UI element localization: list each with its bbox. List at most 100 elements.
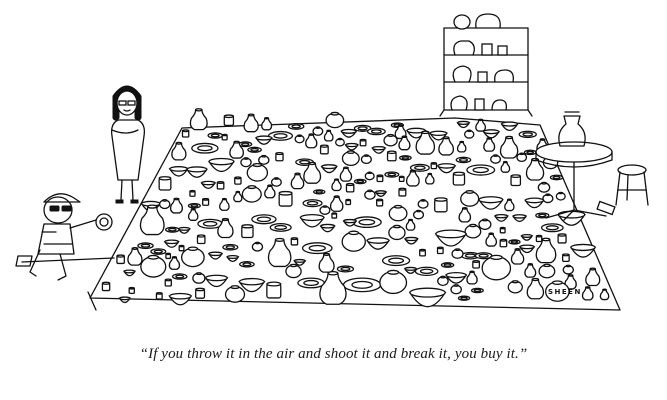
boy-with-rifle [15,193,115,311]
pottery-piece [500,160,511,173]
pottery-piece [545,280,570,302]
pottery-piece [267,130,294,141]
pottery-piece [458,207,472,223]
pottery-piece [200,180,217,190]
pottery-piece [481,254,512,281]
pottery-piece [294,134,305,144]
pottery-piece [223,114,235,127]
pottery-piece [164,278,172,287]
pottery-piece [251,241,264,252]
pottery-piece [290,237,299,246]
pottery-piece [140,254,167,278]
pottery-piece [538,263,556,279]
pottery-piece [409,163,430,172]
pottery-piece [436,163,457,174]
pottery-piece [287,122,305,130]
pottery-piece [251,214,277,225]
pottery-piece [139,204,165,236]
pottery-piece [275,151,284,162]
pottery-piece [434,229,468,247]
pottery-piece [171,141,187,161]
pottery-piece [399,155,412,161]
pottery-piece [535,212,550,219]
pottery-piece [345,198,352,206]
pottery-piece [398,135,411,151]
pottery-piece [581,286,594,301]
pottery-piece [434,197,448,213]
pottery-piece [137,242,154,250]
pottery-piece [335,137,345,147]
pottery-piece [301,242,333,255]
pottery-piece [187,202,201,209]
pottery-piece [299,214,326,228]
pottery-piece [388,204,408,222]
pottery-piece [254,135,273,145]
pottery-piece [493,213,509,222]
pottery-piece [405,169,420,187]
pottery-piece [482,129,501,139]
pottery-piece [379,269,408,295]
pottery-piece [388,224,406,241]
pottery-piece [444,271,468,284]
pottery-piece [403,266,418,274]
pottery-piece [549,174,564,181]
pottery-piece [516,152,528,162]
pottery-piece [150,248,167,255]
pottery-piece [520,234,534,241]
signature: SHEEN [548,288,582,296]
pottery-piece [523,149,537,156]
cartoon-illustration: SHEEN [15,13,649,311]
pottery-piece [226,254,240,263]
pottery-piece [477,196,504,210]
pottery-piece [460,190,480,207]
pottery-piece [312,126,324,136]
pottery-piece [240,157,252,168]
pottery-piece [123,269,137,277]
pottery-piece [192,272,206,284]
pottery-piece [499,238,508,248]
pottery-piece [535,237,557,264]
pottery-piece [340,128,358,138]
pottery-piece [371,145,387,154]
pottery-piece [217,217,234,239]
pottery-piece [323,129,334,142]
pottery-piece [241,224,254,239]
pottery-piece [374,190,388,197]
pottery-piece [456,140,467,153]
pottery-piece [189,189,196,197]
pottery-piece [419,248,427,257]
pottery-piece [177,226,191,234]
pottery-piece [562,264,574,275]
pottery-piece [366,127,386,136]
pottery-piece [511,214,528,223]
pottery-piece [128,286,135,295]
pottery-piece [415,130,436,155]
pottery-piece [526,277,545,300]
pottery-piece [542,193,554,204]
pottery-piece [234,176,242,185]
pottery-piece [342,218,358,227]
pottery-piece [163,239,180,248]
pottery-piece [241,185,262,203]
pottery-piece [562,253,570,262]
pottery-piece [351,216,382,229]
pottery-piece [398,187,407,197]
pottery-piece [219,197,230,211]
pottery-piece [266,281,282,299]
pottery-piece [585,267,601,287]
pottery-piece [450,284,462,295]
pottery-piece [168,292,193,306]
pottery-piece [440,262,455,268]
pottery-piece [216,180,225,190]
pottery-piece [569,243,597,258]
pottery-piece [341,230,366,252]
pottery-piece [325,111,345,129]
pottery-piece [229,140,244,159]
pottery-piece [187,208,199,221]
pottery-piece [437,275,449,286]
cartoon-caption: “If you throw it in the air and shoot it… [139,346,528,362]
pottery-piece [470,287,484,294]
pottery-piece [499,135,519,159]
pottery-piece [101,281,111,292]
pottery-piece [196,234,206,245]
